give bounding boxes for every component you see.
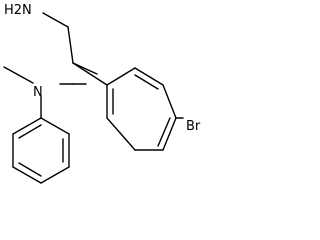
amine-label: H2N <box>4 3 32 18</box>
nitrogen-label: N <box>33 85 43 100</box>
bromophenyl-ring <box>106 67 177 151</box>
bromine-label: Br <box>186 119 201 134</box>
molecule-structure: H2N N Br <box>3 3 201 184</box>
bond-methyl <box>3 66 34 84</box>
phenyl-ring <box>12 117 70 184</box>
bond-ch-aryl <box>72 62 108 86</box>
bond-nh2-ch2 <box>42 12 69 28</box>
bond-ch2-ch <box>67 26 74 64</box>
